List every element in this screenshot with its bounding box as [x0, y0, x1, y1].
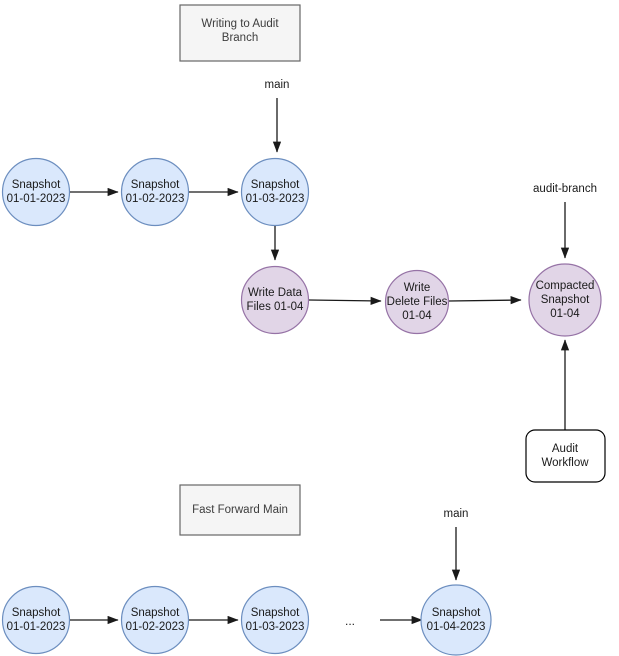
node-snapshot-01-01-2023-bottom-line1: Snapshot: [12, 607, 61, 619]
node-snapshot-01-01-2023-top-line2: 01-01-2023: [7, 193, 66, 205]
node-write-data-files-01-04-line2: Files 01-04: [247, 301, 304, 313]
branch-pointer-audit-branch: audit-branch: [533, 183, 597, 259]
node-snapshot-01-04-2023-bottom-line1: Snapshot: [432, 607, 481, 619]
node-snapshot-01-02-2023-bottom-line1: Snapshot: [131, 607, 180, 619]
node-snapshot-01-02-2023-bottom-line2: 01-02-2023: [126, 621, 185, 633]
node-snapshot-01-03-2023-bottom-line2: 01-03-2023: [246, 621, 305, 633]
node-write-data-files-01-04-line1: Write Data: [248, 287, 303, 299]
node-snapshot-01-01-2023-bottom: Snapshot 01-01-2023: [1, 585, 71, 655]
node-snapshot-01-02-2023-top: Snapshot 01-02-2023: [120, 157, 190, 227]
node-snapshot-01-01-2023-bottom-line2: 01-01-2023: [7, 621, 66, 633]
node-snapshot-01-03-2023-top-line2: 01-03-2023: [246, 193, 305, 205]
branch-label-audit-branch: audit-branch: [533, 183, 597, 195]
branch-pointer-main-bottom: main: [444, 508, 469, 581]
node-snapshot-01-02-2023-top-line1: Snapshot: [131, 179, 180, 191]
node-compacted-snapshot-01-04: Compacted Snapshot 01-04: [528, 263, 602, 337]
node-audit-workflow-line1: Audit: [552, 443, 579, 455]
node-compacted-snapshot-01-04-line1: Compacted: [536, 280, 595, 292]
branch-label-main-top: main: [265, 79, 290, 91]
node-snapshot-01-03-2023-bottom-line1: Snapshot: [251, 607, 300, 619]
node-write-data-files-01-04: Write Data Files 01-04: [240, 265, 310, 335]
node-snapshot-01-04-2023-bottom-line2: 01-04-2023: [427, 621, 486, 633]
node-audit-workflow-line2: Workflow: [541, 457, 589, 469]
node-snapshot-01-03-2023-bottom: Snapshot 01-03-2023: [240, 585, 310, 655]
node-snapshot-01-01-2023-top-line1: Snapshot: [12, 179, 61, 191]
branch-label-main-bottom: main: [444, 508, 469, 520]
edge-write-delete-to-compacted: [448, 295, 522, 305]
group-box-fast-forward-main-label: Fast Forward Main: [192, 504, 288, 516]
node-snapshot-01-01-2023-top: Snapshot 01-01-2023: [1, 157, 71, 227]
node-snapshot-01-03-2023-top: Snapshot 01-03-2023: [240, 157, 310, 227]
node-write-delete-files-01-04-line1: Write: [404, 282, 431, 294]
node-compacted-snapshot-01-04-line2: Snapshot: [541, 294, 590, 306]
node-snapshot-01-02-2023-bottom: Snapshot 01-02-2023: [120, 585, 190, 655]
branch-pointer-main-top: main: [265, 79, 290, 153]
edge-write-data-to-write-delete: [308, 296, 382, 306]
node-write-delete-files-01-04-line2: Delete Files: [387, 296, 448, 308]
node-snapshot-01-04-2023-bottom: Snapshot 01-04-2023: [420, 584, 492, 656]
node-snapshot-01-02-2023-top-line2: 01-02-2023: [126, 193, 185, 205]
node-compacted-snapshot-01-04-line3: 01-04: [550, 308, 580, 320]
node-write-delete-files-01-04: Write Delete Files 01-04: [384, 269, 450, 335]
group-box-fast-forward-main: Fast Forward Main: [179, 484, 301, 536]
node-audit-workflow: Audit Workflow: [525, 429, 606, 483]
ellipsis-label: ...: [345, 614, 355, 628]
node-snapshot-01-03-2023-top-line1: Snapshot: [251, 179, 300, 191]
node-write-delete-files-01-04-line3: 01-04: [402, 310, 432, 322]
